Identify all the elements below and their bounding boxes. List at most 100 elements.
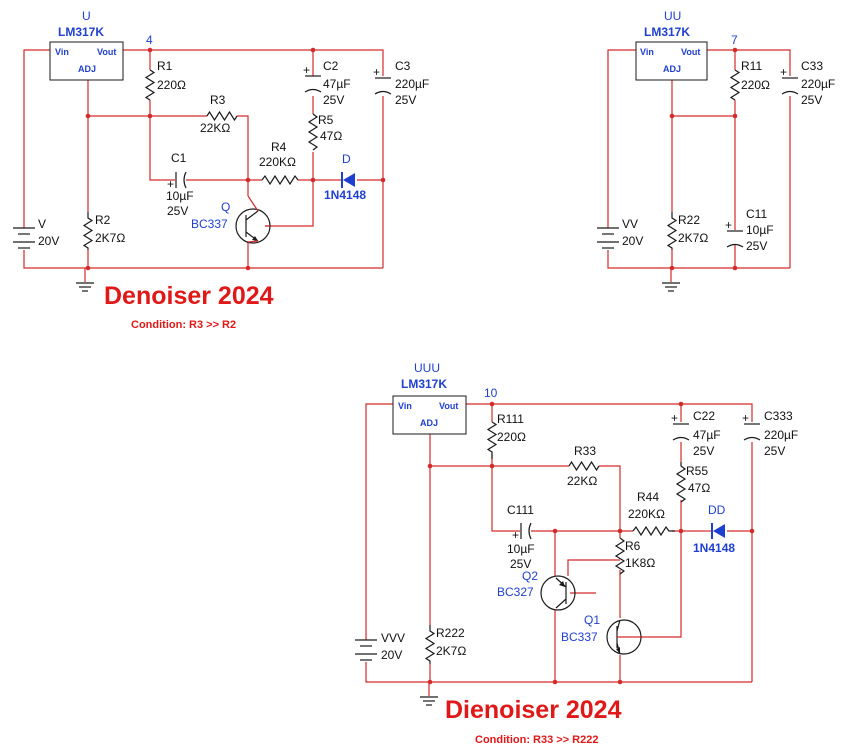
battery-v-ref: V	[38, 217, 46, 231]
diode-dd[interactable]	[703, 523, 725, 539]
r1-value: 220Ω	[157, 78, 186, 92]
capacitor-c111[interactable]	[520, 522, 532, 540]
c111-ref: C111	[507, 503, 534, 517]
r55-ref: R55	[686, 464, 708, 478]
c22-plus-mark: +	[671, 411, 678, 425]
r55-value: 47Ω	[688, 481, 710, 495]
pin-adj-label: ADJ	[663, 64, 681, 74]
capacitor-c33[interactable]	[781, 77, 799, 95]
c22-value: 47µF	[693, 428, 721, 442]
diode-dd-part: 1N4148	[693, 541, 735, 555]
r6-value: 1K8Ω	[625, 556, 655, 570]
c2-voltage: 25V	[323, 93, 344, 107]
r3-value: 22KΩ	[200, 121, 230, 135]
regulator-uu[interactable]: Vin Vout ADJ	[635, 41, 708, 81]
c11-plus-mark: +	[725, 218, 732, 232]
battery-vvv-value: 20V	[381, 648, 402, 662]
pin-vin-label: Vin	[55, 47, 69, 57]
c111-plus-mark: +	[512, 528, 519, 542]
battery-vvv[interactable]	[355, 639, 377, 661]
circuit-2-junctions	[669, 47, 738, 271]
capacitor-c11[interactable]	[726, 230, 744, 248]
resistor-r11[interactable]	[729, 69, 741, 101]
circuit-2-wires	[607, 49, 791, 282]
r44-value: 220KΩ	[628, 507, 665, 521]
c11-voltage: 25V	[746, 239, 767, 253]
c111-voltage: 25V	[510, 557, 531, 571]
r22-value: 2K7Ω	[678, 231, 708, 245]
c3-ref: C3	[395, 59, 411, 73]
pin-vout-label: Vout	[681, 47, 700, 57]
regulator-uuu[interactable]: Vin Vout ADJ	[392, 395, 467, 435]
diode-d[interactable]	[333, 172, 355, 188]
resistor-r33[interactable]	[568, 460, 600, 472]
resistor-r5[interactable]	[307, 113, 319, 151]
c33-voltage: 25V	[801, 93, 822, 107]
circuit-1-title: Denoiser 2024	[104, 282, 274, 310]
r4-ref: R4	[271, 140, 287, 154]
pin-vout-label: Vout	[439, 401, 458, 411]
resistor-r6[interactable]	[614, 537, 626, 575]
regulator-u[interactable]: Vin Vout ADJ	[49, 41, 124, 81]
c333-ref: C333	[764, 409, 793, 423]
diode-d-part: 1N4148	[324, 188, 366, 202]
resistor-r22[interactable]	[666, 212, 678, 250]
c3-value: 220µF	[395, 77, 429, 91]
resistor-r1[interactable]	[144, 69, 156, 101]
circuit-1-condition: Condition: R3 >> R2	[131, 319, 236, 331]
pin-vout-label: Vout	[97, 47, 116, 57]
c3-voltage: 25V	[395, 93, 416, 107]
r222-value: 2K7Ω	[436, 644, 466, 658]
transistor-q[interactable]	[235, 195, 271, 244]
c1-value: 10µF	[166, 189, 194, 203]
r1-ref: R1	[157, 59, 173, 73]
transistor-q2-part: BC327	[497, 585, 534, 599]
regulator-uuu-part: LM317K	[401, 377, 447, 391]
transistor-q1-part: BC337	[561, 630, 598, 644]
transistor-q-ref: Q	[221, 200, 230, 214]
node-7-label: 7	[731, 33, 738, 47]
resistor-r111[interactable]	[486, 421, 498, 459]
r111-value: 220Ω	[497, 430, 526, 444]
resistor-r222[interactable]	[424, 625, 436, 664]
c33-plus-mark: +	[780, 65, 787, 79]
circuit-3: Vin Vout ADJ UUU LM317K 10 R111 220Ω R33…	[355, 361, 798, 746]
capacitor-c333[interactable]	[743, 423, 761, 441]
battery-vv[interactable]	[597, 227, 619, 249]
r3-ref: R3	[210, 93, 226, 107]
c22-ref: C22	[693, 409, 715, 423]
capacitor-c3[interactable]	[374, 77, 392, 95]
battery-v-value: 20V	[38, 234, 59, 248]
c333-plus-mark: +	[742, 411, 749, 425]
battery-vv-value: 20V	[622, 234, 643, 248]
c333-value: 220µF	[764, 428, 798, 442]
capacitor-c1[interactable]	[175, 171, 187, 189]
r11-value: 220Ω	[741, 78, 770, 92]
c22-voltage: 25V	[693, 444, 714, 458]
circuit-1-wires	[23, 49, 384, 282]
c333-voltage: 25V	[764, 444, 785, 458]
c1-voltage: 25V	[167, 204, 188, 218]
regulator-uuu-ref: UUU	[414, 361, 440, 375]
resistor-r3[interactable]	[206, 110, 238, 122]
transistor-q1[interactable]	[606, 619, 642, 655]
ground-symbol	[420, 696, 438, 706]
c2-plus-mark: +	[303, 63, 310, 77]
resistor-r4[interactable]	[261, 174, 299, 186]
capacitor-c2[interactable]	[304, 75, 322, 93]
resistor-r44[interactable]	[632, 525, 675, 537]
r33-value: 22KΩ	[567, 474, 597, 488]
r6-ref: R6	[625, 539, 641, 553]
r5-value: 47Ω	[320, 129, 342, 143]
circuit-2: Vin Vout ADJ UU LM317K 7 R11 220Ω + C33 …	[597, 9, 835, 292]
battery-v[interactable]	[13, 227, 35, 249]
r222-ref: R222	[436, 626, 465, 640]
regulator-uu-ref: UU	[664, 9, 681, 23]
resistor-r2[interactable]	[82, 212, 94, 250]
ground-symbol	[662, 282, 680, 292]
transistor-q2[interactable]	[540, 575, 576, 611]
resistor-r55[interactable]	[675, 462, 687, 503]
capacitor-c22[interactable]	[672, 423, 690, 441]
transistor-q-part: BC337	[191, 217, 228, 231]
